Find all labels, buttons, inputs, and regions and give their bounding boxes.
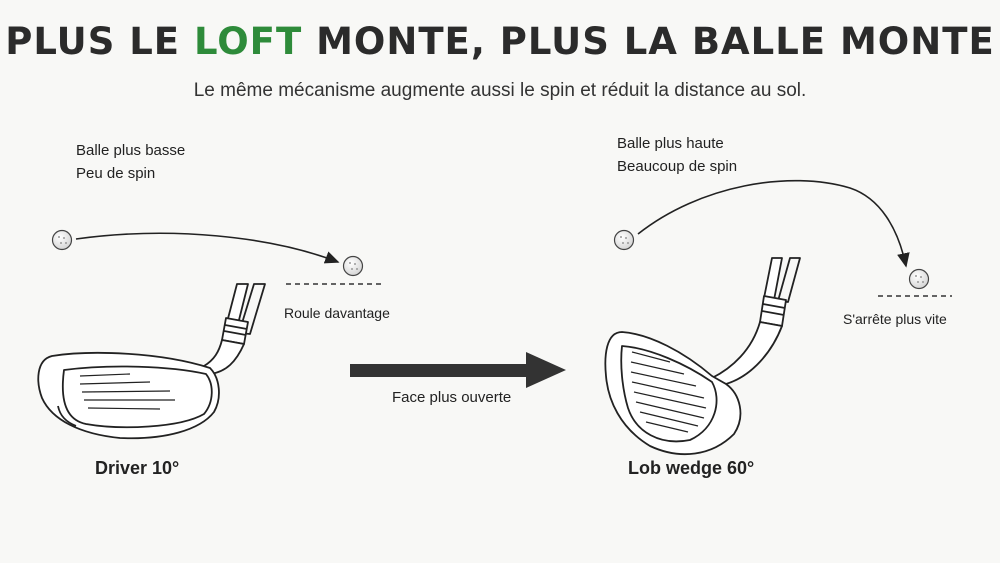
right-club-name: Lob wedge 60°: [628, 458, 755, 478]
right-note-line1: Balle plus haute: [617, 135, 724, 152]
right-note-line2: Beaucoup de spin: [617, 158, 738, 175]
golf-ball-icon: [51, 229, 73, 251]
golf-ball-icon: [342, 255, 364, 277]
golf-ball-icon: [613, 229, 635, 251]
title-accent: LOFT: [193, 20, 303, 63]
left-trajectory: [51, 229, 384, 285]
right-ground-label: S'arrête plus vite: [843, 311, 947, 327]
left-note-line1: Balle plus basse: [76, 142, 186, 159]
left-ground-label: Roule davantage: [284, 305, 390, 321]
wedge-club-icon: [604, 257, 801, 456]
subtitle: Le même mécanisme augmente aussi le spin…: [193, 80, 807, 101]
high-trajectory-arrow: [637, 179, 910, 268]
driver-club-icon: [37, 283, 266, 440]
title-before: PLUS LE: [5, 20, 194, 63]
title-after: MONTE, PLUS LA BALLE MONTE: [302, 20, 995, 63]
center-arrow-label: Face plus ouverte: [392, 389, 512, 406]
left-note-line2: Peu de spin: [76, 165, 156, 182]
low-trajectory-arrow: [75, 232, 340, 264]
left-club-name: Driver 10°: [95, 458, 180, 478]
center-arrow-icon: [350, 352, 566, 388]
right-trajectory: [613, 179, 952, 297]
page-title: PLUS LE LOFT MONTE, PLUS LA BALLE MONTE: [0, 20, 1000, 63]
golf-ball-icon: [908, 268, 930, 290]
